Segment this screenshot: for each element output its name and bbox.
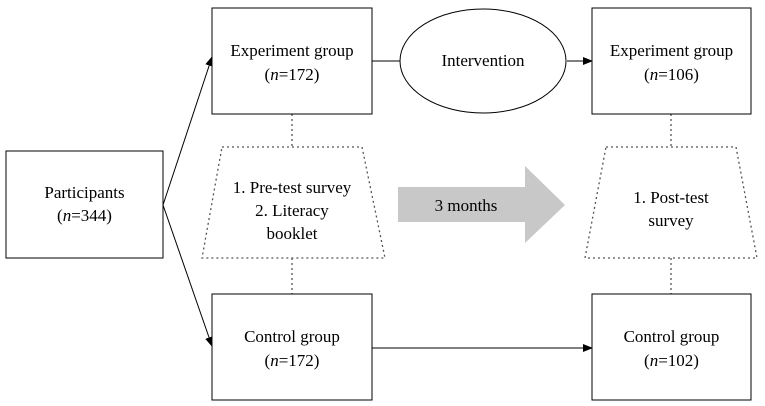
participants-label: Participants [44,183,124,202]
connector-participants-to-experiment [162,56,213,206]
experiment-group-pre-box: Experiment group (n=172) [211,7,373,115]
control-group-pre-box: Control group (n=172) [211,293,373,401]
control-group-post-count: (n=102) [644,351,699,370]
pretest-line-1: 1. Pre-test survey [233,178,352,197]
control-group-pre-label: Control group [244,327,340,346]
participants-count: (n=344) [57,206,112,225]
control-group-post-label: Control group [624,327,720,346]
posttest-line-1: 1. Post-test [633,188,709,207]
control-group-pre-count: (n=172) [265,351,320,370]
control-group-post-box: Control group (n=102) [591,293,752,401]
experiment-group-post-label: Experiment group [610,41,733,60]
timeline-label: 3 months [435,196,498,215]
intervention-ellipse: Intervention [399,8,567,114]
pretest-line-2: 2. Literacy [255,201,329,220]
timeline-arrow: 3 months [398,166,565,243]
connector-participants-to-control [162,204,213,347]
posttest-trapezoid: 1. Post-test survey [584,146,758,259]
experiment-group-pre-label: Experiment group [230,41,353,60]
pretest-trapezoid: 1. Pre-test survey 2. Literacy booklet [201,146,386,259]
pretest-line-3: booklet [267,224,318,243]
participants-box: Participants (n=344) [5,150,164,259]
intervention-label: Intervention [441,51,525,70]
experiment-group-pre-count: (n=172) [265,65,320,84]
posttest-line-2: survey [648,211,694,230]
experiment-group-post-box: Experiment group (n=106) [591,7,752,115]
experiment-group-post-count: (n=106) [644,65,699,84]
